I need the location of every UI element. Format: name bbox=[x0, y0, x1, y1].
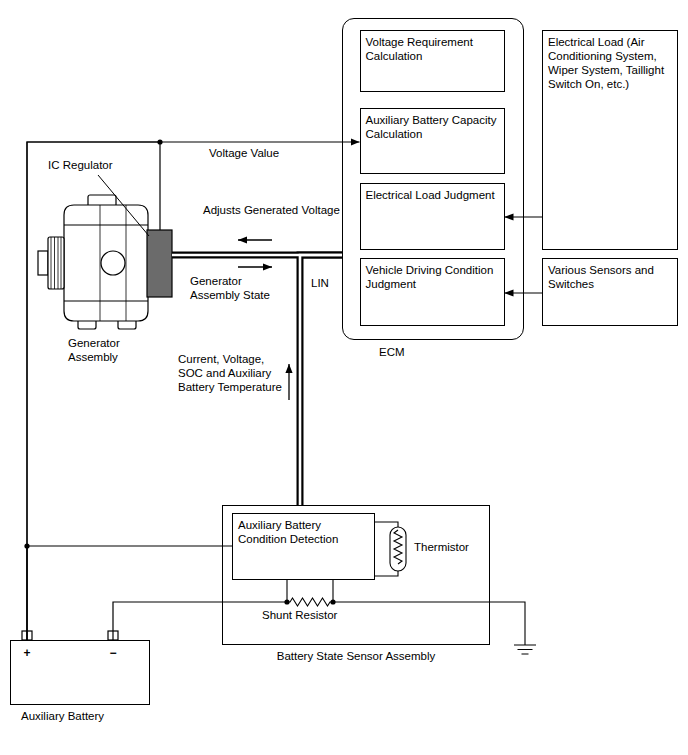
node-text: Electrical Load (Air Conditioning System… bbox=[543, 31, 677, 95]
shunt-resistor-circuit bbox=[333, 602, 525, 645]
wire-connector bbox=[27, 142, 160, 640]
node-text: Vehicle Driving Condition Judgment bbox=[361, 259, 504, 295]
lin-bus bbox=[300, 255, 342, 505]
process-box: Vehicle Driving Condition Judgment bbox=[360, 258, 505, 326]
generator-illustration bbox=[101, 251, 125, 275]
wire-connector bbox=[27, 142, 360, 640]
node-heading: Battery State Sensor Assembly bbox=[223, 649, 489, 663]
ecm-box: Voltage Requirement CalculationAuxiliary… bbox=[342, 18, 524, 340]
node-text: Various Sensors and Switches bbox=[543, 259, 677, 295]
node-text: Auxiliary Battery Capacity Calculation bbox=[361, 109, 504, 145]
process-box: Auxiliary Battery Capacity Calculation bbox=[360, 108, 505, 174]
shunt-resistor-circuit bbox=[222, 580, 536, 654]
input-box: Electrical Load (Air Conditioning System… bbox=[542, 30, 678, 250]
input-box: Various Sensors and Switches bbox=[542, 258, 678, 326]
node-heading: Generator Assembly bbox=[68, 336, 140, 364]
direction-arrow bbox=[288, 364, 289, 400]
generator-illustration bbox=[38, 251, 48, 275]
part-name: Shunt Resistor bbox=[262, 608, 337, 622]
ic-regulator bbox=[147, 230, 172, 297]
shunt-resistor-circuit bbox=[222, 601, 287, 602]
resistor-symbol bbox=[287, 598, 333, 606]
sensor-assembly-box: Auxiliary Battery Condition DetectionBat… bbox=[222, 505, 490, 645]
signal-name: Adjusts Generated Voltage bbox=[203, 203, 340, 217]
generator-illustration bbox=[64, 225, 148, 301]
node-heading: Auxiliary Battery bbox=[21, 709, 181, 723]
process-box: Auxiliary Battery Condition Detection bbox=[232, 513, 375, 580]
node-heading: ECM bbox=[379, 345, 405, 359]
leader-line bbox=[98, 175, 149, 236]
terminal-symbol: + bbox=[21, 647, 33, 659]
part-name: Thermistor bbox=[414, 540, 469, 554]
battery-box: Auxiliary Battery bbox=[10, 640, 150, 705]
process-box: Voltage Requirement Calculation bbox=[360, 30, 505, 92]
node-text: Auxiliary Battery Condition Detection bbox=[233, 514, 374, 550]
wire-connector bbox=[27, 546, 232, 640]
shunt-resistor-circuit bbox=[287, 580, 333, 602]
signal-name: Generator Assembly State bbox=[190, 274, 286, 302]
thermistor-symbol bbox=[375, 522, 398, 527]
terminal-symbol: − bbox=[107, 647, 119, 659]
thermistor-symbol bbox=[375, 571, 398, 576]
generator-illustration bbox=[64, 205, 148, 321]
thermistor-symbol bbox=[375, 522, 406, 576]
node-text: Electrical Load Judgment bbox=[361, 184, 504, 206]
direction-arrow bbox=[238, 239, 272, 240]
wire-connector bbox=[113, 602, 222, 640]
bus-core-group bbox=[172, 255, 342, 505]
thermistor-symbol bbox=[394, 530, 402, 564]
generator-illustration bbox=[100, 205, 126, 321]
connector-group bbox=[27, 142, 542, 640]
bus-core bbox=[300, 255, 342, 505]
thermistor-symbol bbox=[390, 527, 406, 571]
direction-arrow bbox=[238, 266, 272, 267]
signal-name: Voltage Value bbox=[209, 146, 279, 160]
signal-name: Current, Voltage, SOC and Auxiliary Batt… bbox=[178, 352, 286, 394]
generator-illustration bbox=[48, 237, 64, 289]
generator-illustration bbox=[51, 237, 61, 289]
ground-symbol bbox=[514, 645, 536, 654]
generator-assembly: Generator Assembly bbox=[38, 195, 172, 330]
generator-illustration bbox=[38, 195, 172, 329]
part-name: IC Regulator bbox=[48, 158, 113, 172]
node-text: Voltage Requirement Calculation bbox=[361, 31, 504, 67]
process-box: Electrical Load Judgment bbox=[360, 183, 505, 250]
bus-name: LIN bbox=[311, 276, 329, 290]
